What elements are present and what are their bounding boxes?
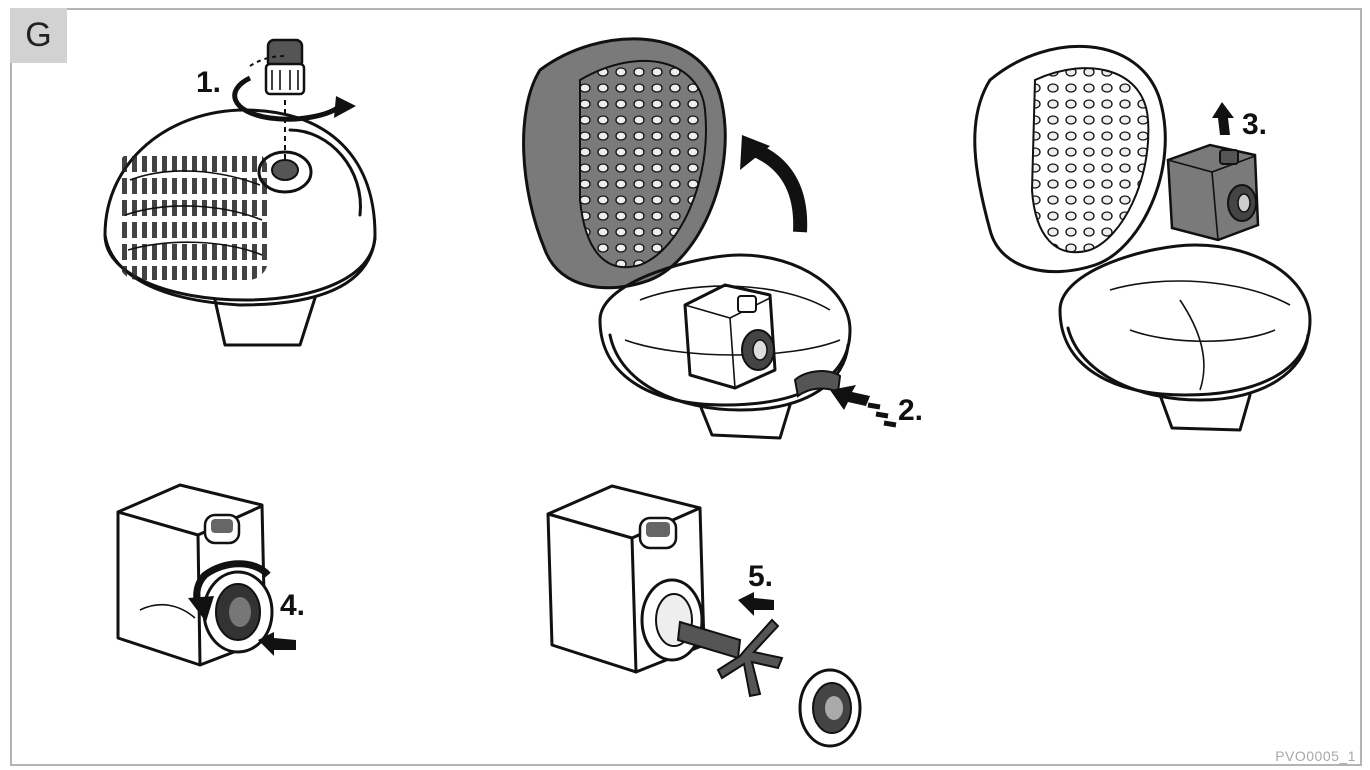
step1-closed-filter-housing <box>103 108 377 347</box>
step2-lift-lid-arrow-icon <box>740 135 808 233</box>
step1-cap-nut <box>264 38 306 160</box>
step2-label: 2. <box>898 394 923 427</box>
step1-rotate-arrow-icon <box>232 55 356 122</box>
step5-front-cover <box>798 668 862 748</box>
section-label: G <box>10 8 67 63</box>
step3-open-housing <box>973 44 1312 432</box>
step2-open-housing <box>522 37 852 440</box>
step5-pump-body <box>546 484 706 674</box>
step3-up-arrow-icon <box>1212 102 1234 135</box>
step1-label: 1. <box>196 66 221 99</box>
step3-label: 3. <box>1242 108 1267 141</box>
step4-front-cover <box>202 570 274 654</box>
step3-removed-pump <box>1166 143 1260 242</box>
step5-pull-arrow-icon <box>738 592 774 616</box>
step2-pump-in-housing <box>683 283 842 398</box>
step4-label: 4. <box>280 589 305 622</box>
step2-push-arrow-icon <box>830 385 897 428</box>
figure-code: PVO0005_1 <box>1275 748 1356 764</box>
step5-impeller <box>676 618 784 698</box>
step5-label: 5. <box>748 560 773 593</box>
step4-rotate-arrow-icon <box>188 560 271 622</box>
step4-pull-arrow-icon <box>258 632 296 656</box>
